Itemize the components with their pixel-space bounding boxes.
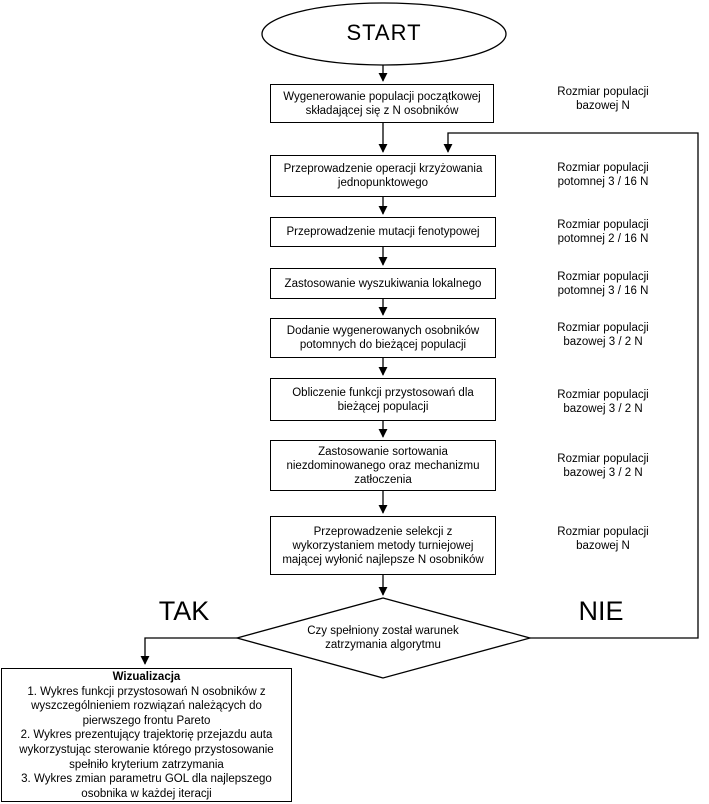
step-note-base-3-2-2: Rozmiar populacji bazowej 3 / 2 N bbox=[557, 389, 649, 415]
branch-label-tak: TAK bbox=[158, 596, 210, 626]
start-node-label: START bbox=[346, 20, 422, 45]
connector-tak bbox=[140, 637, 237, 665]
step-note-base-3-2-1: Rozmiar populacji bazowej 3 / 2 N bbox=[557, 322, 649, 348]
start-ellipse bbox=[261, 2, 507, 66]
visualization-box: Wizualizacja 1. Wykres funkcji przystoso… bbox=[1, 668, 292, 802]
step-box-tournament-selection: Przeprowadzenie selekcji z wykorzystanie… bbox=[270, 516, 496, 575]
visualization-title: Wizualizacja bbox=[112, 671, 181, 683]
step-note-base-n-1: Rozmiar populacji bazowej N bbox=[557, 86, 649, 112]
step-note-offspring-2-16: Rozmiar populacji potomnej 2 / 16 N bbox=[557, 219, 649, 245]
step-box-generate-population: Wygenerowanie populacji początkowej skła… bbox=[270, 84, 494, 123]
decision-question: Czy spełniony został warunek zatrzymania… bbox=[307, 625, 459, 651]
step-note-base-3-2-3: Rozmiar populacji bazowej 3 / 2 N bbox=[557, 453, 649, 479]
step-box-mutation: Przeprowadzenie mutacji fenotypowej bbox=[270, 217, 496, 247]
branch-label-nie: NIE bbox=[578, 596, 624, 626]
step-box-crossover: Przeprowadzenie operacji krzyżowania jed… bbox=[270, 155, 496, 197]
step-note-offspring-3-16b: Rozmiar populacji potomnej 3 / 16 N bbox=[557, 271, 649, 297]
step-box-fitness: Obliczenie funkcji przystosowań dla bież… bbox=[270, 378, 496, 421]
step-box-nondominated-sorting: Zastosowanie sortowania niezdominowanego… bbox=[270, 440, 496, 491]
step-box-add-offspring: Dodanie wygenerowanych osobników potomny… bbox=[270, 318, 496, 358]
step-note-offspring-3-16: Rozmiar populacji potomnej 3 / 16 N bbox=[557, 162, 649, 188]
step-box-local-search: Zastosowanie wyszukiwania lokalnego bbox=[270, 268, 496, 299]
decision-diamond bbox=[234, 597, 533, 679]
visualization-item-pareto: 1. Wykres funkcji przystosowań N osobnik… bbox=[27, 685, 266, 727]
connector-loop-nie bbox=[443, 132, 699, 639]
visualization-item-trajectory: 2. Wykres prezentujący trajektorię przej… bbox=[19, 729, 274, 771]
visualization-item-gol: 3. Wykres zmian parametru GOL dla najlep… bbox=[21, 773, 272, 800]
step-note-base-n-2: Rozmiar populacji bazowej N bbox=[557, 526, 649, 552]
